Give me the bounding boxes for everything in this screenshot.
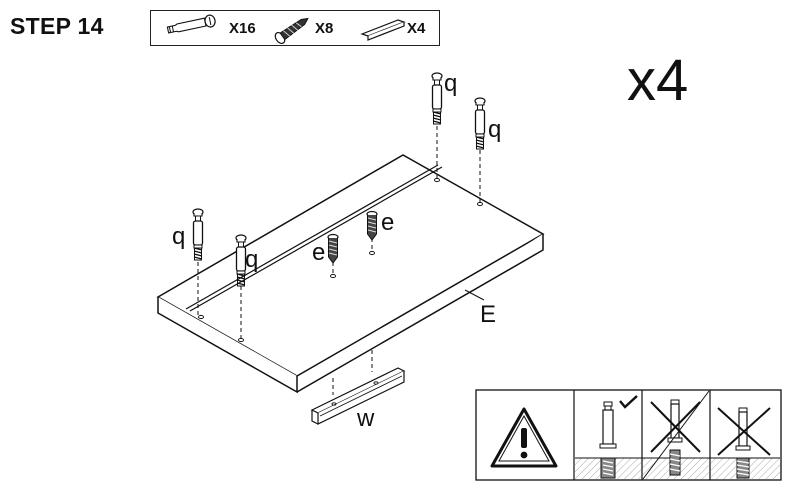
label-panel-e: E [480,301,497,328]
cam-bolt-q-2 [474,97,486,150]
screw-e-2 [327,233,339,264]
step-title: STEP 14 [10,13,104,39]
screw-icon [274,17,309,45]
cam-bolt-quantity: X16 [229,20,256,37]
cam-bolt-q-1 [431,72,443,125]
label-q-4: q [245,246,259,273]
shelf-panel-e [156,154,545,394]
cross-icon [717,407,771,456]
rail-bracket-icon [360,19,406,41]
incorrect-installation-example-2 [735,407,751,479]
screw-quantity: X8 [315,20,334,37]
warning-triangle-icon [490,407,558,468]
label-q-3: q [172,223,186,250]
cam-bolt-q-3 [192,208,204,261]
label-q-2: q [488,116,502,143]
screw-e-1 [366,210,378,241]
label-e-2: e [312,239,326,266]
check-icon [619,395,638,409]
cam-bolt-icon [166,14,216,34]
cross-icon [650,401,701,453]
rail-quantity: X4 [407,20,426,37]
rail-bracket-w [310,367,406,425]
correct-installation-example [599,401,617,479]
assembly-multiplier: x4 [627,48,689,113]
label-e-1: e [381,209,395,236]
parts-list-box: X16 X8 X4 [150,10,440,46]
label-rail-w: w [357,405,375,432]
label-q-1: q [444,70,458,97]
